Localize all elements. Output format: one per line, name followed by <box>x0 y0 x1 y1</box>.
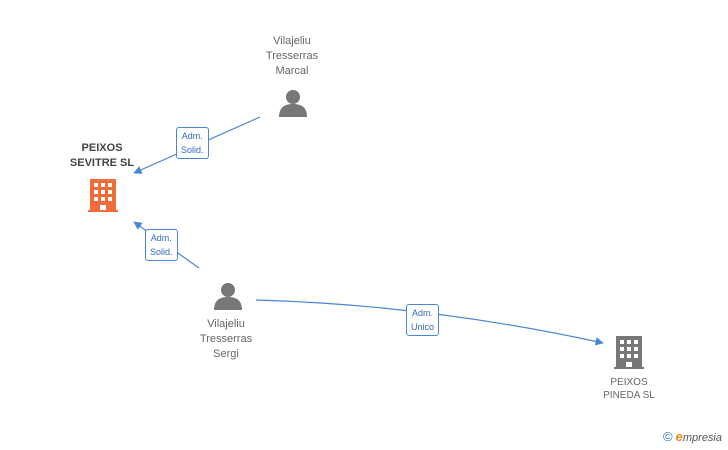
brand-logo-initial: e <box>675 429 683 444</box>
edge-label-sergi-pineda: Adm. Unico <box>406 304 440 336</box>
building-icon[interactable] <box>614 335 644 369</box>
person-icon[interactable] <box>213 282 243 310</box>
company-name-sevitre[interactable]: PEIXOS SEVITRE SL <box>69 142 135 169</box>
edge-label-marcal-sevitre: Adm. Solid. <box>176 127 209 159</box>
person-name-marcal[interactable]: Vilajeliu Tresserras Marcal <box>265 35 319 77</box>
edge-label-sergi-sevitre: Adm. Solid. <box>145 229 178 261</box>
person-icon[interactable] <box>278 89 308 117</box>
company-name-pineda[interactable]: PEIXOS PINEDA SL <box>603 377 655 401</box>
copyright-symbol: © <box>663 429 673 444</box>
person-name-sergi[interactable]: Vilajeliu Tresserras Sergi <box>199 318 253 360</box>
building-icon[interactable] <box>88 178 118 212</box>
brand-footer[interactable]: ©empresia <box>663 429 722 444</box>
brand-name: mpresia <box>682 432 722 444</box>
